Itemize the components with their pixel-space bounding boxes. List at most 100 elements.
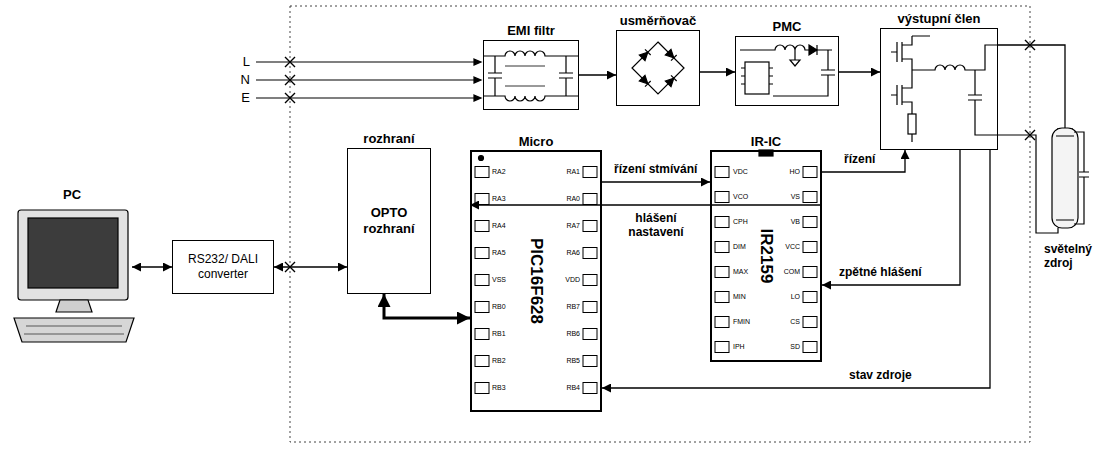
- chip-pin: [715, 342, 729, 353]
- lamp: světelný zdroj: [1042, 120, 1088, 238]
- pin-name: RA2: [492, 167, 520, 176]
- emi-filter-symbol: [483, 51, 579, 101]
- pin-name: CS: [772, 317, 800, 326]
- chip-pin: [583, 275, 597, 286]
- block-heading: PC: [63, 187, 81, 202]
- output-stage-symbol: [891, 52, 897, 95]
- pfc-circuit-symbol: [740, 45, 835, 96]
- signal-arrow: [470, 204, 822, 205]
- mains-terminal-label: E: [232, 90, 250, 105]
- rectifier-bridge-symbol: [665, 49, 676, 60]
- emi-filter-symbol: [488, 56, 502, 96]
- chip-pin: [715, 167, 729, 178]
- chip-pin: [803, 342, 817, 353]
- chip-pin: [475, 383, 489, 394]
- block-heading: usměrňovač: [620, 13, 697, 28]
- chip-pin: [583, 194, 597, 205]
- chip-pin: [583, 302, 597, 313]
- chip-pin: [475, 167, 489, 178]
- pin-name: MAX: [733, 267, 761, 276]
- signal-arrow: [602, 150, 990, 388]
- pin-name: CPH: [733, 217, 761, 226]
- pfc-circuit-symbol: [740, 45, 832, 50]
- chip-pin: [715, 217, 729, 228]
- chip-pin: [475, 248, 489, 259]
- rectifier-bridge-symbol: [632, 42, 684, 94]
- device-boundary: [290, 6, 1030, 442]
- filter-box: EMI filtr: [483, 40, 579, 110]
- pin-name: RB2: [492, 356, 520, 365]
- converter-box: RS232/ DALI converter: [172, 240, 274, 294]
- pfc-circuit-symbol: [809, 45, 817, 55]
- signal-arrow: [998, 45, 1065, 120]
- schematic-art: [14, 6, 1089, 442]
- emi-filter-symbol: [559, 56, 573, 96]
- pin-name: RB5: [552, 356, 580, 365]
- terminal-cross: [285, 40, 1035, 272]
- signal-label: zpětné hlášení: [837, 265, 924, 279]
- data-bus-arrow: [384, 294, 470, 318]
- chip-pin: [583, 221, 597, 232]
- chip-pin: [475, 356, 489, 367]
- pin-name: SD: [772, 342, 800, 351]
- rectifier-bridge-symbol: [665, 75, 676, 86]
- chip-pin: [803, 167, 817, 178]
- chip-pin: [475, 194, 489, 205]
- output-stage-symbol: [911, 112, 912, 142]
- signal-arrow: [839, 71, 880, 72]
- signal-label: řízení: [842, 152, 877, 166]
- signal-label: stav zdroje: [847, 368, 914, 382]
- pin-name: RB1: [492, 329, 520, 338]
- pc-illustration: [14, 318, 134, 342]
- interface-box: rozhraníOPTO rozhraní: [347, 148, 431, 294]
- lamp-symbol: [1052, 128, 1078, 228]
- block-heading: Micro: [519, 134, 554, 149]
- box-text: RS232/ DALI converter: [173, 250, 273, 284]
- signal-arrow: [822, 150, 960, 285]
- block-heading: výstupní člen: [897, 11, 980, 26]
- microcontroller-chip: MicroPIC16F628: [470, 150, 602, 412]
- signal-label: hlášení nastavení: [606, 211, 706, 240]
- pin-name: RA4: [492, 221, 520, 230]
- pin-name: VSS: [492, 275, 520, 284]
- chip-pin: [475, 329, 489, 340]
- pin-name: RA3: [492, 194, 520, 203]
- rectifier-bridge-symbol: [639, 49, 650, 60]
- pin-name: RA0: [552, 194, 580, 203]
- pin-name: RA1: [552, 167, 580, 176]
- block-heading: EMI filtr: [507, 23, 555, 38]
- pfc-circuit-symbol: [790, 50, 800, 66]
- pin-name: IPH: [733, 342, 761, 351]
- signal-arrow: [132, 266, 172, 267]
- pin-name: RB3: [492, 383, 520, 392]
- output-stage-symbol: [908, 114, 916, 134]
- chip-pin: [803, 292, 817, 303]
- pin-name: HO: [772, 167, 800, 176]
- pin-name: VCO: [733, 192, 761, 201]
- block-heading: rozhraní: [363, 131, 414, 146]
- pin-name: RB6: [552, 329, 580, 338]
- chip-pin: [803, 267, 817, 278]
- chip-part-number: PIC16F628: [526, 238, 546, 324]
- pin-name: LO: [772, 292, 800, 301]
- signal-arrow: [602, 181, 710, 182]
- rectifier-bridge-symbol: [632, 42, 684, 94]
- output-stage-symbol: [912, 36, 998, 135]
- rectifier-bridge-symbol: [639, 75, 650, 86]
- emi-filter-symbol: [505, 66, 545, 86]
- chip-pin: [715, 317, 729, 328]
- chip-pin: [715, 292, 729, 303]
- block-heading: IR-IC: [751, 134, 781, 149]
- chip-pin: [715, 192, 729, 203]
- emi-filter-symbol: [483, 96, 579, 101]
- emi-filter-symbol: [483, 51, 579, 56]
- box-text: OPTO rozhraní: [348, 203, 430, 240]
- rectifier-bridge-symbol: [639, 49, 676, 86]
- mains-terminal-label: N: [232, 72, 250, 87]
- pin-name: VCC: [772, 242, 800, 251]
- output-stage-symbol: [912, 45, 998, 70]
- pfc-circuit-symbol: [745, 62, 769, 94]
